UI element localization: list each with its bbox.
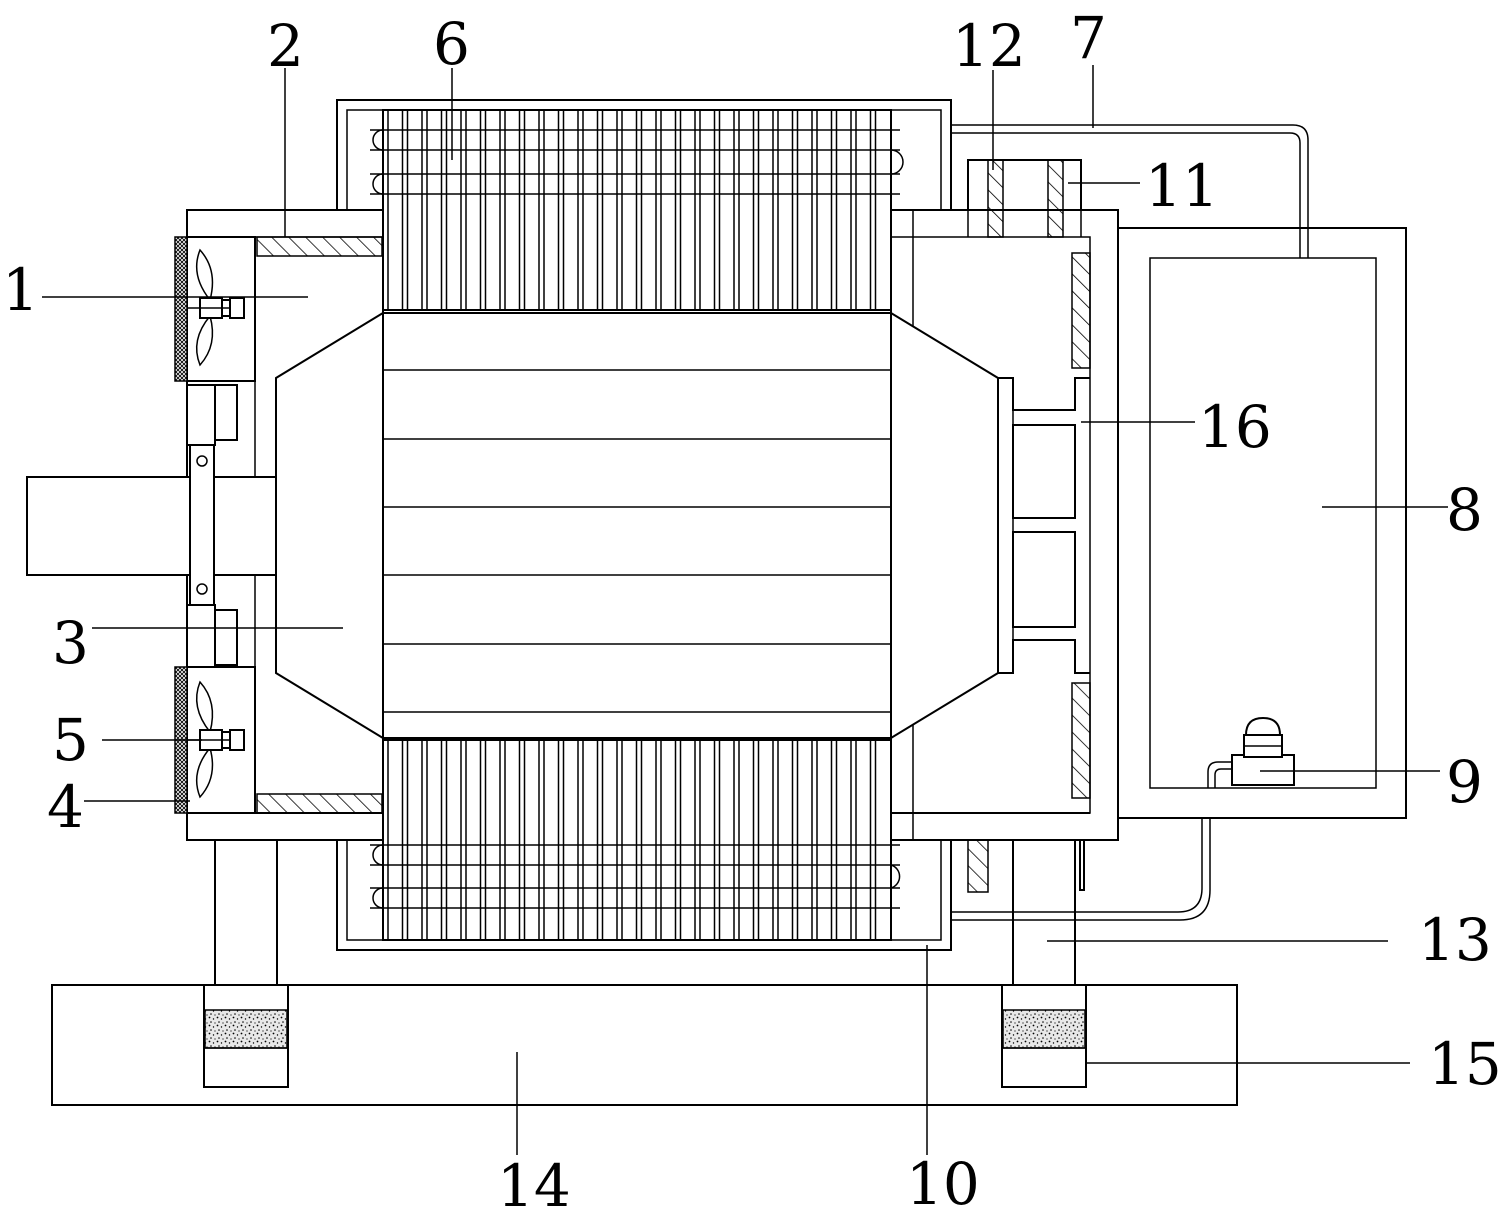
- pump: [1207, 716, 1295, 788]
- label-3: 3: [52, 609, 89, 677]
- label-1: 1: [2, 256, 39, 324]
- label-13: 13: [1418, 906, 1492, 974]
- label-11: 11: [1145, 152, 1219, 220]
- left-support-leg: [203, 839, 289, 1088]
- top-fin-block: [370, 109, 904, 311]
- drive-shaft: [26, 384, 277, 668]
- label-7: 7: [1070, 4, 1107, 72]
- label-4: 4: [47, 773, 84, 841]
- label-10: 10: [906, 1150, 980, 1216]
- base-platform: [51, 984, 1238, 1106]
- right-support-leg: [1001, 814, 1087, 1088]
- label-6: 6: [433, 10, 470, 78]
- label-9: 9: [1446, 748, 1483, 816]
- label-8: 8: [1446, 476, 1483, 544]
- label-16: 16: [1198, 393, 1272, 461]
- coolant-pipes: [951, 124, 1309, 921]
- label-12: 12: [952, 12, 1026, 80]
- label-2: 2: [267, 12, 304, 80]
- label-5: 5: [52, 706, 89, 774]
- top-fan: [174, 236, 256, 382]
- inner-core: [275, 311, 999, 740]
- bottom-fin-block: [370, 739, 901, 941]
- rear-bracket: [998, 377, 1090, 674]
- hatched-pads: [256, 236, 1091, 893]
- leader-lines: [42, 65, 1448, 1155]
- outlet-port: [967, 159, 1082, 238]
- label-15: 15: [1428, 1030, 1501, 1098]
- callout-labels: 1 2 3 4 5 6 7 8 9 10 11 12 13 14 15 16: [2, 4, 1501, 1216]
- label-14: 14: [497, 1152, 571, 1216]
